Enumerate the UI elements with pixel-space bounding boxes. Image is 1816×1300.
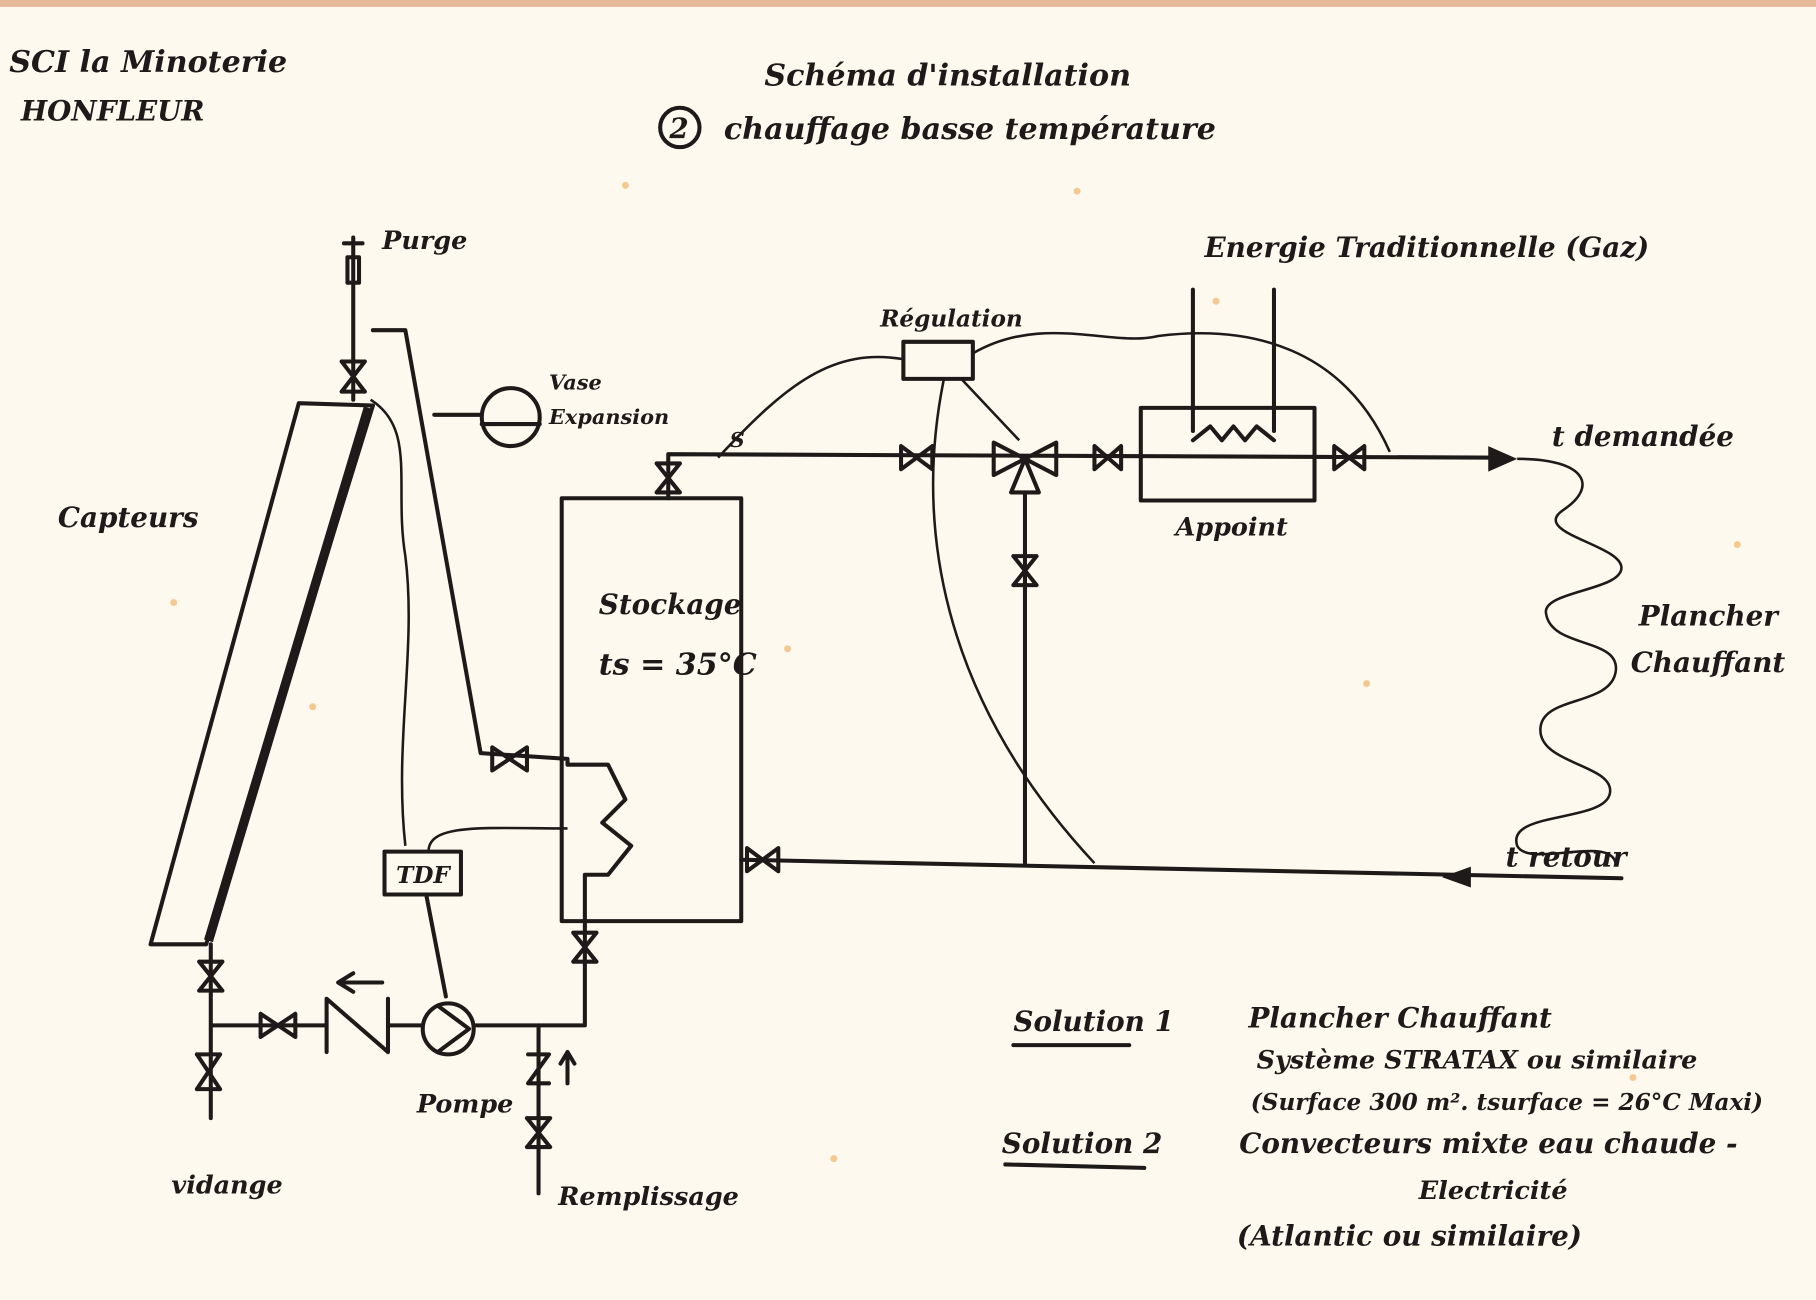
expansion-label: Expansion bbox=[548, 404, 669, 429]
storage-tank bbox=[559, 496, 744, 924]
pump-isolation-valve bbox=[258, 1011, 298, 1040]
tdf-wire-pump bbox=[424, 892, 448, 999]
remplissage-label: Remplissage bbox=[557, 1182, 739, 1212]
capteurs-label: Capteurs bbox=[58, 501, 199, 534]
return-valve bbox=[744, 846, 781, 874]
title-number: 2 bbox=[668, 112, 688, 145]
stockage-label: Stockage bbox=[599, 588, 742, 621]
solution-2-line-2: Electricité bbox=[1418, 1176, 1568, 1206]
chauffant-label: Chauffant bbox=[1631, 646, 1786, 679]
solution-2-label: Solution 2 bbox=[1002, 1127, 1163, 1160]
regulation-wire-valve bbox=[960, 378, 1021, 442]
owner-city: HONFLEUR bbox=[20, 94, 205, 127]
owner-name: SCI la Minoterie bbox=[9, 45, 287, 80]
appoint-boiler bbox=[1138, 405, 1317, 503]
fill-valve bbox=[524, 1116, 553, 1150]
plancher-label: Plancher bbox=[1638, 600, 1780, 633]
solution-1-line-2: Système STRATAX ou similaire bbox=[1257, 1045, 1698, 1075]
drain-valve bbox=[194, 1052, 223, 1092]
title-number-circle bbox=[658, 105, 702, 150]
pompe-label: Pompe bbox=[416, 1089, 513, 1119]
tdf-label: TDF bbox=[396, 862, 451, 889]
t-demandee-label: t demandée bbox=[1552, 420, 1734, 453]
title-line-1: Schéma d'installation bbox=[764, 59, 1131, 94]
vidange-label: vidange bbox=[171, 1170, 282, 1200]
regulation-label: Régulation bbox=[879, 306, 1023, 333]
return-pump-loop bbox=[208, 924, 587, 1121]
regulation-wire-supply-sensor bbox=[717, 355, 904, 459]
solution-1-line-3: (Surface 300 m². tsurface = 26°C Maxi) bbox=[1251, 1089, 1763, 1116]
storage-temperature: ts = 35°C bbox=[599, 647, 757, 682]
solution-2-underline bbox=[1003, 1162, 1147, 1170]
sensor-wire-collector bbox=[369, 398, 410, 846]
appoint-inlet-valve bbox=[1092, 444, 1124, 472]
tdf-controller bbox=[382, 849, 463, 897]
supply-arrow-icon bbox=[1488, 446, 1518, 472]
purge-label: Purge bbox=[381, 226, 467, 256]
supply-line bbox=[666, 452, 1508, 501]
solution-1-label: Solution 1 bbox=[1013, 1005, 1174, 1038]
regulation-wire-outdoor bbox=[972, 331, 1391, 453]
collector-return-valve bbox=[197, 959, 225, 993]
solution-2-line-3: (Atlantic ou similaire) bbox=[1237, 1220, 1582, 1253]
supply-valve bbox=[899, 444, 935, 472]
tank-return-valve bbox=[571, 930, 599, 964]
return-line bbox=[739, 857, 1624, 881]
paper-edge bbox=[0, 0, 1816, 7]
check-valve bbox=[324, 996, 391, 1055]
paper-spots bbox=[170, 181, 1741, 1163]
vase-label: Vase bbox=[549, 369, 602, 394]
appoint-label: Appoint bbox=[1174, 512, 1289, 542]
purge-valve bbox=[339, 235, 367, 402]
expansion-vessel bbox=[432, 386, 542, 449]
floor-heating-coil bbox=[1515, 457, 1623, 864]
collector-hot-pipe bbox=[370, 328, 634, 929]
circulation-pump bbox=[420, 1001, 476, 1057]
three-way-mixing-valve bbox=[991, 440, 1059, 495]
bypass-valve bbox=[1011, 554, 1039, 588]
tank-outlet-valve bbox=[654, 461, 682, 495]
solar-collectors bbox=[148, 401, 375, 947]
regulation-box bbox=[901, 339, 975, 381]
energie-label: Energie Traditionnelle (Gaz) bbox=[1203, 231, 1649, 264]
t-retour-label: t retour bbox=[1506, 841, 1629, 874]
regulation-wire-return bbox=[931, 378, 1096, 865]
appoint-outlet-valve bbox=[1332, 444, 1367, 472]
flow-direction-arrow-icon bbox=[336, 971, 385, 994]
fill-line-check-valve bbox=[526, 1023, 577, 1196]
gas-burner-flue bbox=[1190, 287, 1277, 443]
return-arrow-icon bbox=[1441, 866, 1471, 888]
tdf-wire-tank bbox=[427, 826, 568, 852]
title-line-2: chauffage basse température bbox=[724, 112, 1216, 147]
solution-2-line-1: Convecteurs mixte eau chaude - bbox=[1239, 1127, 1737, 1160]
coil-inlet-valve bbox=[490, 745, 529, 773]
solution-1-line-1: Plancher Chauffant bbox=[1248, 1002, 1553, 1035]
